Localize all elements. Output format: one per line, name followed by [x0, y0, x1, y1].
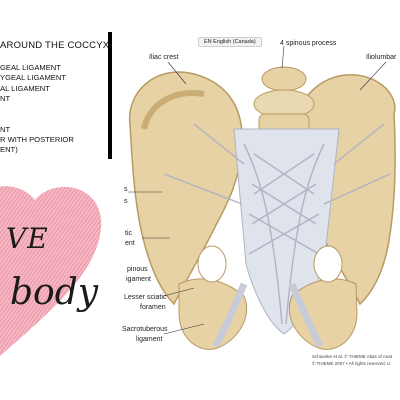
notes-panel: AROUND THE COCCYX GEAL LIGAMENT YGEAL LI…	[0, 0, 112, 400]
divider-bar	[108, 32, 112, 159]
label-foramen: foramen	[140, 304, 166, 311]
label-tic: tic	[125, 230, 132, 237]
heart-logo-icon	[0, 186, 102, 357]
label-s: s	[124, 186, 128, 193]
brand-text-love: VE	[6, 222, 49, 255]
list-item: ENT)	[0, 145, 18, 155]
list-item: GEAL LIGAMENT	[0, 63, 61, 72]
list-item	[0, 114, 74, 124]
label-ligament: ligament	[136, 336, 163, 343]
list-item: NT	[0, 93, 11, 103]
label-iliac-crest: Iliac crest	[149, 54, 179, 61]
label-igament: igament	[126, 276, 151, 283]
label-sacrotuberous: Sacrotuberous	[122, 326, 168, 333]
brand-text-body: body	[10, 272, 99, 313]
label-ent: ent	[125, 240, 135, 247]
label-spinous: pinous	[127, 266, 148, 273]
label-spinous-process: 4 spinous process	[280, 40, 337, 47]
list-item: NT	[0, 124, 11, 134]
pelvis-illustration	[128, 45, 396, 350]
label-iliolumbar: Iliolumbar	[366, 54, 397, 61]
list-item: R WITH POSTERIOR	[0, 135, 74, 145]
notes-title: AROUND THE COCCYX	[0, 40, 110, 51]
figure-caption-line2: © THIEME 2007 • All rights reserved. U	[312, 361, 391, 366]
list-item: YGEAL LIGAMENT	[0, 73, 66, 83]
notes-list: GEAL LIGAMENT YGEAL LIGAMENT AL LIGAMENT…	[0, 63, 74, 156]
figure-caption-line1: Schuenke et al. © THIEME Atlas of Anat	[312, 354, 393, 359]
list-item: AL LIGAMENT	[0, 83, 50, 93]
list-item	[0, 104, 74, 114]
language-selector[interactable]: EN English (Canada)	[198, 37, 262, 47]
label-lesser-sciatic: Lesser sciatic	[124, 294, 167, 301]
label-s2: s	[124, 198, 128, 205]
